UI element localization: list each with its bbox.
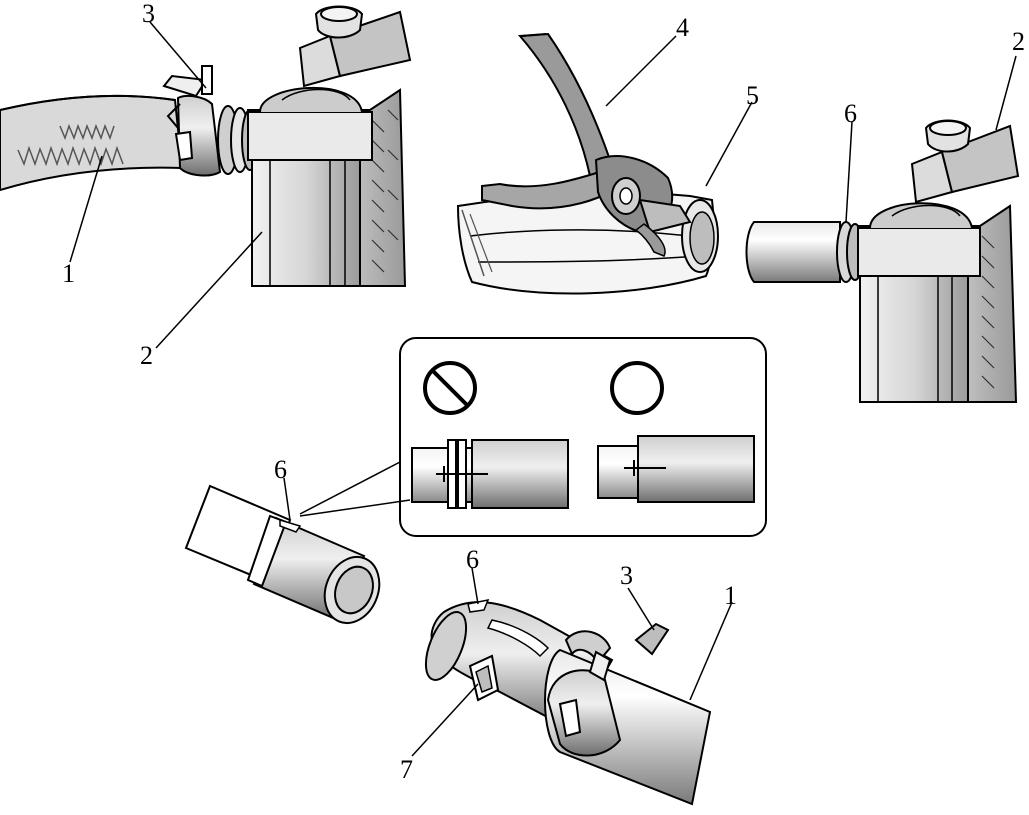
callout-2-top-left: 2: [140, 341, 153, 370]
callout-6-middle: 6: [274, 455, 287, 484]
middle-left-pipe-assembly: [184, 484, 381, 624]
top-left-assembly: [0, 5, 412, 287]
top-center-pliers-assembly: [456, 32, 719, 295]
prohibited-circle-icon: [423, 361, 477, 415]
radiator-2-top-right: [857, 119, 1020, 403]
callout-1-bottom: 1: [724, 581, 737, 610]
hose-1-top-left: [0, 94, 184, 192]
pliers-4: [481, 32, 692, 257]
callout-3-top-left: 3: [142, 0, 155, 28]
clamp-3-top-left: [162, 65, 222, 177]
callout-6-top-right: 6: [844, 99, 857, 128]
leader-lines: [69, 21, 1017, 757]
bottom-assembly: [424, 598, 712, 806]
callout-1-top-left: 1: [62, 259, 75, 288]
callout-2-top-right: 2: [1012, 27, 1025, 56]
top-right-assembly: [745, 119, 1020, 403]
mark-7: [468, 654, 500, 702]
callout-4: 4: [676, 13, 689, 42]
correct-band-position: [597, 435, 755, 503]
correct-circle-icon: [610, 361, 664, 415]
callout-7: 7: [400, 755, 413, 784]
radiator-2-top-left: [247, 5, 412, 287]
incorrect-band-position: [411, 439, 569, 509]
callout-5: 5: [746, 81, 759, 110]
inset-comparison-box: [299, 337, 767, 537]
clamp-3-bottom: [546, 622, 670, 757]
callout-3-bottom: 3: [620, 561, 633, 590]
callout-6-bottom: 6: [466, 545, 479, 574]
callout-labels: 3 1 2 4 5 2 6 6 6 3 1 7: [62, 0, 1025, 784]
pipe-top-right: [745, 221, 841, 283]
